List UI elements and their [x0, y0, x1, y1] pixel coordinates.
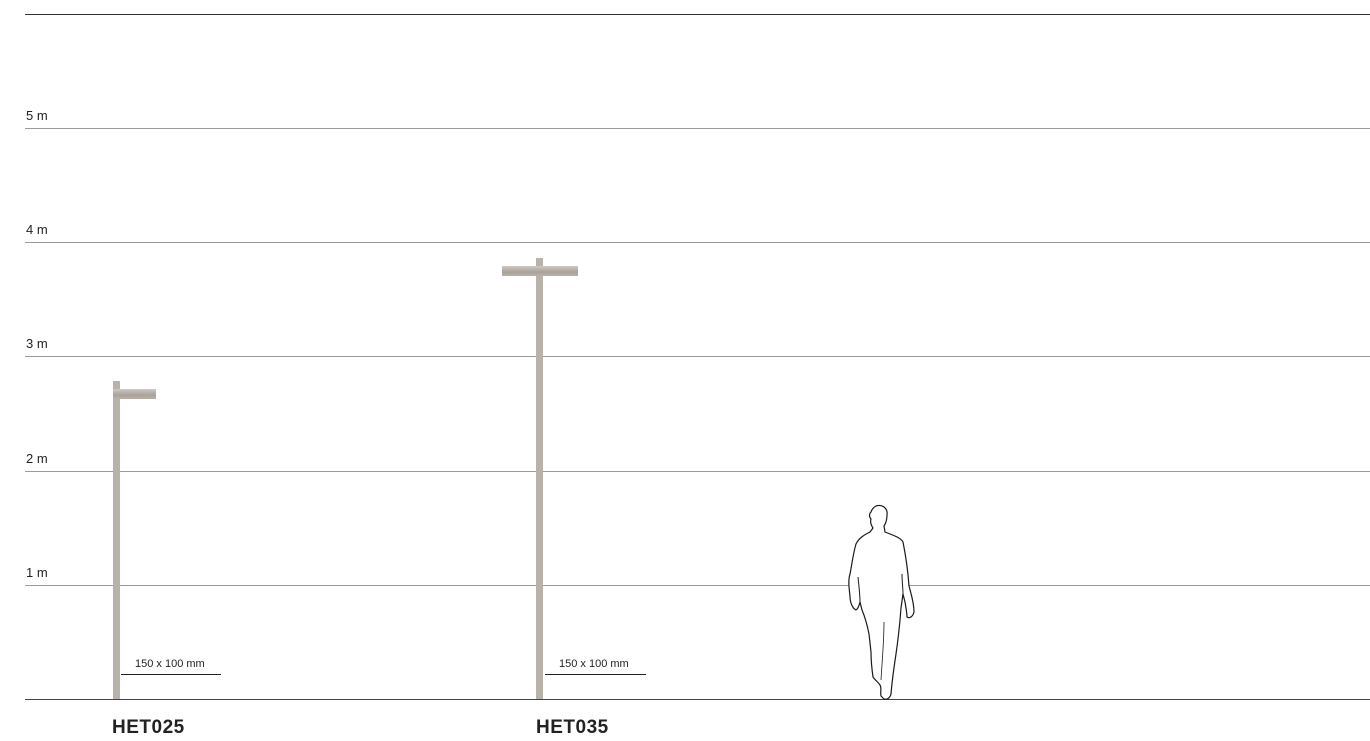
pole-het025: [113, 381, 120, 699]
gridline-2m: [25, 471, 1370, 472]
section-label-het025: 150 x 100 mm: [135, 658, 205, 670]
section-underline-het025: [121, 674, 221, 675]
top-rule: [25, 14, 1370, 15]
scale-label-2m: 2 m: [26, 451, 48, 466]
person-icon: [848, 504, 915, 700]
scale-label-5m: 5 m: [26, 108, 48, 123]
arm-het025: [113, 389, 156, 399]
pole-het035: [536, 258, 543, 699]
product-name-het025: HET025: [112, 717, 185, 738]
scale-label-1m: 1 m: [26, 565, 48, 580]
section-label-het035: 150 x 100 mm: [559, 658, 629, 670]
gridline-1m: [25, 585, 1370, 586]
scale-label-4m: 4 m: [26, 222, 48, 237]
gridline-3m: [25, 356, 1370, 357]
gridline-5m: [25, 128, 1370, 129]
section-underline-het035: [545, 674, 646, 675]
arm-het035: [502, 266, 578, 276]
scale-label-3m: 3 m: [26, 336, 48, 351]
product-name-het035: HET035: [536, 717, 609, 738]
gridline-4m: [25, 242, 1370, 243]
ground-line: [25, 699, 1370, 700]
